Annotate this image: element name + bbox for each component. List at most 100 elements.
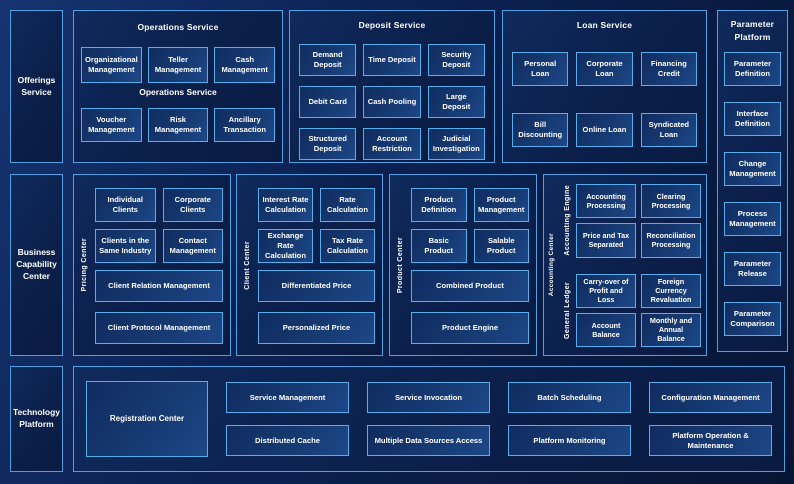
module-parameter-comparison: Parameter Comparison (724, 301, 781, 336)
product-center-grid: Product Definition Product Management Ba… (411, 188, 529, 263)
module-multiple-data-sources-access: Multiple Data Sources Access (367, 425, 490, 456)
module-client-protocol-management: Client Protocol Management (95, 312, 223, 344)
module-corporate-loan: Corporate Loan (576, 51, 633, 86)
operations-row-2: Voucher Management Risk Management Ancil… (81, 107, 275, 142)
product-center-vertical-label: Product Center (396, 236, 404, 294)
module-platform-monitoring: Platform Monitoring (508, 425, 631, 456)
accounting-center-panel: Accounting Center Accounting Engine Acco… (543, 174, 707, 356)
business-capability-center-label: Business Capability Center (10, 174, 63, 356)
module-individual-clients: Individual Clients (95, 188, 156, 222)
client-center-grid: Interest Rate Calculation Rate Calculati… (258, 188, 375, 263)
module-tax-rate-calculation: Tax Rate Calculation (320, 229, 375, 263)
module-product-management: Product Management (473, 188, 529, 222)
module-time-deposit: Time Deposit (363, 43, 421, 76)
module-cash-pooling: Cash Pooling (363, 85, 421, 118)
accounting-engine-vertical-strip: Accounting Engine (559, 184, 576, 258)
accounting-engine-group: Accounting Engine Accounting Processing … (559, 184, 701, 258)
module-accounting-processing: Accounting Processing (576, 184, 636, 219)
pricing-center-content: Individual Clients Corporate Clients Cli… (94, 175, 230, 355)
product-center-vertical-strip: Product Center (390, 175, 410, 355)
pricing-center-vertical-strip: Pricing Center (74, 175, 94, 355)
module-exchange-rate-calculation: Exchange Rate Calculation (258, 229, 313, 263)
module-organizational-management: Organizational Management (81, 46, 142, 83)
offerings-service-label: Offerings Service (10, 10, 63, 163)
general-ledger-vertical-label: General Ledger (564, 281, 571, 339)
module-process-management: Process Management (724, 201, 781, 236)
loan-service-panel: Loan Service Personal Loan Corporate Loa… (502, 10, 707, 163)
general-ledger-group: General Ledger Carry-over of Profit and … (559, 273, 701, 348)
parameter-platform-title: Parameter Platform (730, 19, 775, 42)
module-batch-scheduling: Batch Scheduling (508, 382, 631, 413)
client-center-panel: Client Center Interest Rate Calculation … (236, 174, 383, 356)
module-syndicated-loan: Syndicated Loan (640, 112, 697, 147)
client-center-vertical-label: Client Center (243, 240, 251, 290)
module-parameter-definition: Parameter Definition (724, 51, 781, 86)
module-rate-calculation: Rate Calculation (320, 188, 375, 222)
module-voucher-management: Voucher Management (81, 107, 142, 142)
client-center-content: Interest Rate Calculation Rate Calculati… (257, 175, 382, 355)
deposit-service-title: Deposit Service (358, 20, 426, 30)
parameter-platform-stack: Parameter Definition Interface Definitio… (724, 51, 781, 336)
module-client-relation-management: Client Relation Management (95, 270, 223, 302)
accounting-center-groups: Accounting Engine Accounting Processing … (559, 175, 706, 355)
technology-platform-label: Technology Platform (10, 366, 63, 472)
module-account-restriction: Account Restriction (363, 127, 421, 160)
module-security-deposit: Security Deposit (427, 43, 485, 76)
offerings-service-text: Offerings Service (17, 74, 56, 97)
module-structured-deposit: Structured Deposit (299, 127, 357, 160)
module-platform-operation-maintenance: Platform Operation & Maintenance (649, 425, 772, 456)
pricing-center-vertical-label: Pricing Center (80, 238, 88, 292)
module-differentiated-price: Differentiated Price (258, 270, 375, 302)
loan-grid: Personal Loan Corporate Loan Financing C… (503, 51, 706, 147)
loan-service-title: Loan Service (576, 20, 633, 30)
tech-column-4: Configuration Management Platform Operat… (649, 381, 772, 457)
module-configuration-management: Configuration Management (649, 382, 772, 413)
module-monthly-and-annual-balance: Monthly and Annual Balance (641, 312, 701, 347)
module-basic-product: Basic Product (411, 229, 467, 263)
module-large-deposit: Large Deposit (427, 85, 485, 118)
accounting-center-vertical-strip: Accounting Center (544, 175, 559, 355)
general-ledger-vertical-strip: General Ledger (559, 274, 576, 348)
module-cash-management: Cash Management (214, 46, 275, 83)
general-ledger-grid: Carry-over of Profit and Loss Foreign Cu… (576, 273, 701, 347)
tech-column-1: Service Management Distributed Cache (226, 381, 349, 457)
module-salable-product: Salable Product (473, 229, 529, 263)
module-personalized-price: Personalized Price (258, 312, 375, 344)
module-demand-deposit: Demand Deposit (299, 43, 357, 76)
tech-column-3: Batch Scheduling Platform Monitoring (508, 381, 631, 457)
module-clients-in-the-same-industry: Clients in the Same Industry (95, 229, 156, 263)
module-product-engine: Product Engine (411, 312, 529, 344)
pricing-center-panel: Pricing Center Individual Clients Corpor… (73, 174, 231, 356)
module-clearing-processing: Clearing Processing (641, 184, 701, 219)
module-carry-over-of-profit-and-loss: Carry-over of Profit and Loss (576, 273, 636, 308)
accounting-center-vertical-label: Accounting Center (548, 233, 555, 297)
deposit-grid: Demand Deposit Time Deposit Security Dep… (290, 43, 494, 160)
technology-platform-panel: Registration Center Service Management D… (73, 366, 785, 472)
module-distributed-cache: Distributed Cache (226, 425, 349, 456)
module-registration-center: Registration Center (86, 381, 208, 457)
module-financing-credit: Financing Credit (640, 51, 697, 86)
deposit-service-panel: Deposit Service Demand Deposit Time Depo… (289, 10, 495, 163)
module-interest-rate-calculation: Interest Rate Calculation (258, 188, 313, 222)
accounting-engine-grid: Accounting Processing Clearing Processin… (576, 184, 701, 258)
module-combined-product: Combined Product (411, 270, 529, 302)
accounting-engine-vertical-label: Accounting Engine (564, 185, 571, 257)
tech-column-2: Service Invocation Multiple Data Sources… (367, 381, 490, 457)
module-ancillary-transaction: Ancillary Transaction (214, 107, 275, 142)
module-service-management: Service Management (226, 382, 349, 413)
module-contact-management: Contact Management (162, 229, 223, 263)
module-bill-discounting: Bill Discounting (512, 112, 569, 147)
module-online-loan: Online Loan (576, 112, 633, 147)
module-interface-definition: Interface Definition (724, 101, 781, 136)
operations-service-title: Operations Service (137, 22, 219, 32)
module-judicial-investigation: Judicial Investigation (427, 127, 485, 160)
module-debit-card: Debit Card (299, 85, 357, 118)
module-account-balance: Account Balance (576, 312, 636, 347)
business-capability-center-text: Business Capability Center (16, 247, 57, 281)
module-parameter-release: Parameter Release (724, 251, 781, 286)
technology-platform-content: Registration Center Service Management D… (74, 367, 784, 471)
pricing-center-grid: Individual Clients Corporate Clients Cli… (95, 188, 223, 263)
parameter-platform-panel: Parameter Platform Parameter Definition … (717, 10, 788, 352)
module-product-definition: Product Definition (411, 188, 467, 222)
